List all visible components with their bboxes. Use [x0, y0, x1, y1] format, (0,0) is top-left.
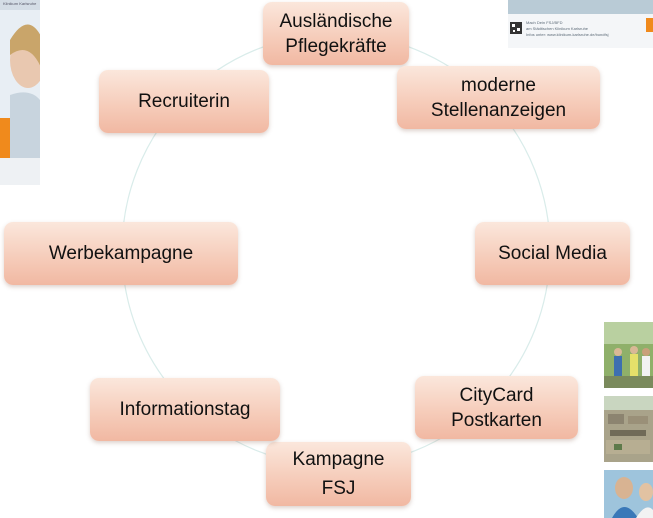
node-label-line: Werbekampagne: [48, 243, 194, 264]
node-label-line: Kampagne: [292, 449, 385, 470]
node-label-line: CityCard: [459, 384, 534, 406]
node-label-line: Informationstag: [119, 399, 251, 420]
node-auslaendische-pflegekraefte[interactable]: Ausländische Pflegekräfte: [263, 2, 409, 65]
node-citycard-postkarten[interactable]: CityCard Postkarten: [415, 376, 578, 439]
node-moderne-stellenanzeigen[interactable]: moderne Stellenanzeigen: [397, 66, 600, 129]
event-photo-1: [604, 322, 653, 388]
poster-line-1: Mach Dein FSJ/BFD: [526, 20, 563, 25]
campaign-poster-top-right: Mach Dein FSJ/BFD am Städtischen Kliniku…: [508, 0, 653, 48]
campaign-photo-top-left: Klinikum Karlsruhe: [0, 0, 40, 185]
node-kampagne-fsj[interactable]: Kampagne FSJ: [266, 442, 411, 506]
node-recruiterin[interactable]: Recruiterin: [99, 70, 269, 133]
node-label-line: Social Media: [498, 243, 607, 264]
node-social-media[interactable]: Social Media: [475, 222, 630, 285]
node-werbekampagne[interactable]: Werbekampagne: [4, 222, 238, 285]
node-label-line: moderne: [461, 74, 536, 96]
node-label-line: FSJ: [321, 478, 356, 499]
event-photo-3: [604, 470, 653, 518]
node-label-line: Pflegekräfte: [285, 35, 387, 57]
node-label-line: Ausländische: [279, 10, 393, 32]
node-label-line: Recruiterin: [138, 91, 230, 112]
node-label-line: Stellenanzeigen: [430, 99, 567, 121]
node-label-line: Postkarten: [451, 409, 542, 431]
poster-line-2: am Städtischen Klinikum Karlsruhe: [526, 26, 589, 31]
event-photo-2: [604, 396, 653, 462]
poster-line-3: Infos unter: www.klinikum-karlsruhe.de/b…: [526, 32, 609, 37]
photo-caption-top-left: Klinikum Karlsruhe: [3, 1, 37, 6]
node-informationstag[interactable]: Informationstag: [90, 378, 280, 441]
